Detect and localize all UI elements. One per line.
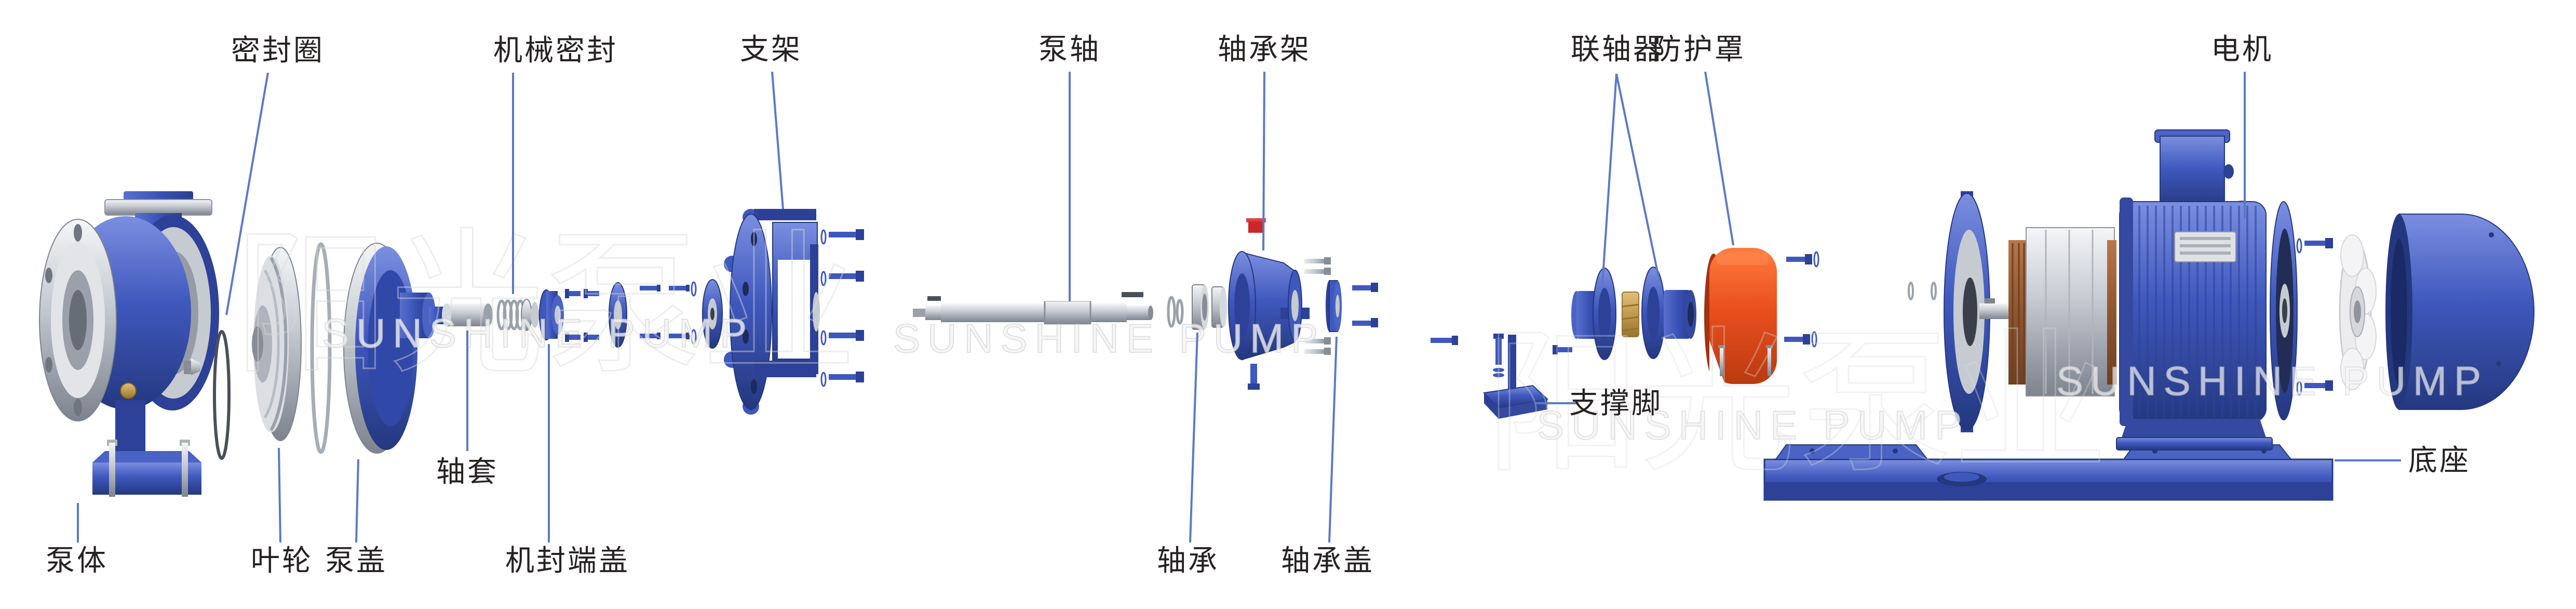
part-label-seal-ring: 密封圈 <box>231 34 325 67</box>
leader-lines <box>77 71 2401 543</box>
bearing-cover-bolts-part <box>1352 283 1378 327</box>
motor-body-part <box>2116 129 2273 451</box>
impeller-part <box>252 247 302 441</box>
drain-plug-part <box>184 359 200 375</box>
guard-bolts-part <box>1784 251 1937 348</box>
part-label-bearing-cover: 轴承盖 <box>1281 544 1374 577</box>
svg-text:SUNSHINE PUMP: SUNSHINE PUMP <box>2056 358 2488 404</box>
pump-cover-part <box>343 243 448 454</box>
svg-text:阳光泵业: 阳光泵业 <box>234 217 857 392</box>
motor-rear-shield-part <box>2270 201 2298 420</box>
part-label-bearing: 轴承 <box>1157 544 1219 577</box>
svg-text:阳光泵业: 阳光泵业 <box>1485 316 2108 491</box>
shaft-sleeve-part <box>442 303 493 326</box>
cover-bolts-part <box>565 289 599 342</box>
shaft-rings-part <box>1167 296 1184 328</box>
studs-part <box>640 281 697 345</box>
part-label-bearing-frame: 轴承架 <box>1218 33 1311 65</box>
part-label-coupling: 联轴器 <box>1571 33 1664 65</box>
fan-cover-part <box>2385 214 2534 410</box>
svg-text:SUNSHINE PUMP: SUNSHINE PUMP <box>1537 402 1969 448</box>
seal-gland-disc-part <box>609 282 627 348</box>
pump-body-part <box>39 191 219 497</box>
part-label-guard: 防护罩 <box>1652 33 1746 65</box>
svg-text:SUNSHINE PUMP: SUNSHINE PUMP <box>322 310 754 356</box>
intermediate-disc-part <box>702 279 723 349</box>
bearing-cover-part <box>1326 280 1342 332</box>
support-foot-part <box>1431 334 1549 419</box>
coupling-part <box>1553 267 1696 360</box>
bracket-bolts-part <box>820 229 864 387</box>
part-label-pump-shaft: 泵轴 <box>1039 33 1101 65</box>
gasket-ring-part <box>310 242 332 454</box>
frame-bolts-part <box>1304 257 1331 355</box>
part-label-base: 底座 <box>2408 444 2471 476</box>
part-label-mech-seal-end-cover: 机封端盖 <box>505 544 630 577</box>
part-label-impeller: 叶轮 <box>251 544 313 577</box>
small-o-ring-part <box>213 330 231 460</box>
part-label-bracket: 支架 <box>740 33 802 65</box>
part-label-pump-body: 泵体 <box>46 544 108 577</box>
part-label-pump-cover: 泵盖 <box>325 544 387 577</box>
watermark: 阳光泵业 SUNSHINE PUMP SUNSHINE PUMP 阳光泵业 SU… <box>233 217 2488 492</box>
motor-bolts-part <box>2296 238 2333 396</box>
rotor-part <box>1979 227 2116 396</box>
part-label-motor: 电机 <box>2211 33 2273 65</box>
bearing-parts <box>1192 284 1227 330</box>
part-label-mechanical-seal: 机械密封 <box>493 34 618 67</box>
base-part <box>1763 444 2334 501</box>
bearing-frame-part <box>1228 218 1310 390</box>
pump-shaft-part <box>913 292 1153 325</box>
mech-seal-end-cover-part <box>539 289 564 340</box>
part-label-support-foot: 支撑脚 <box>1569 387 1663 419</box>
fan-part <box>2339 234 2377 390</box>
svg-text:SUNSHINE PUMP: SUNSHINE PUMP <box>893 315 1325 361</box>
bracket-part <box>724 209 820 415</box>
part-label-shaft-sleeve: 轴套 <box>436 455 498 488</box>
guard-part <box>1704 248 1777 384</box>
